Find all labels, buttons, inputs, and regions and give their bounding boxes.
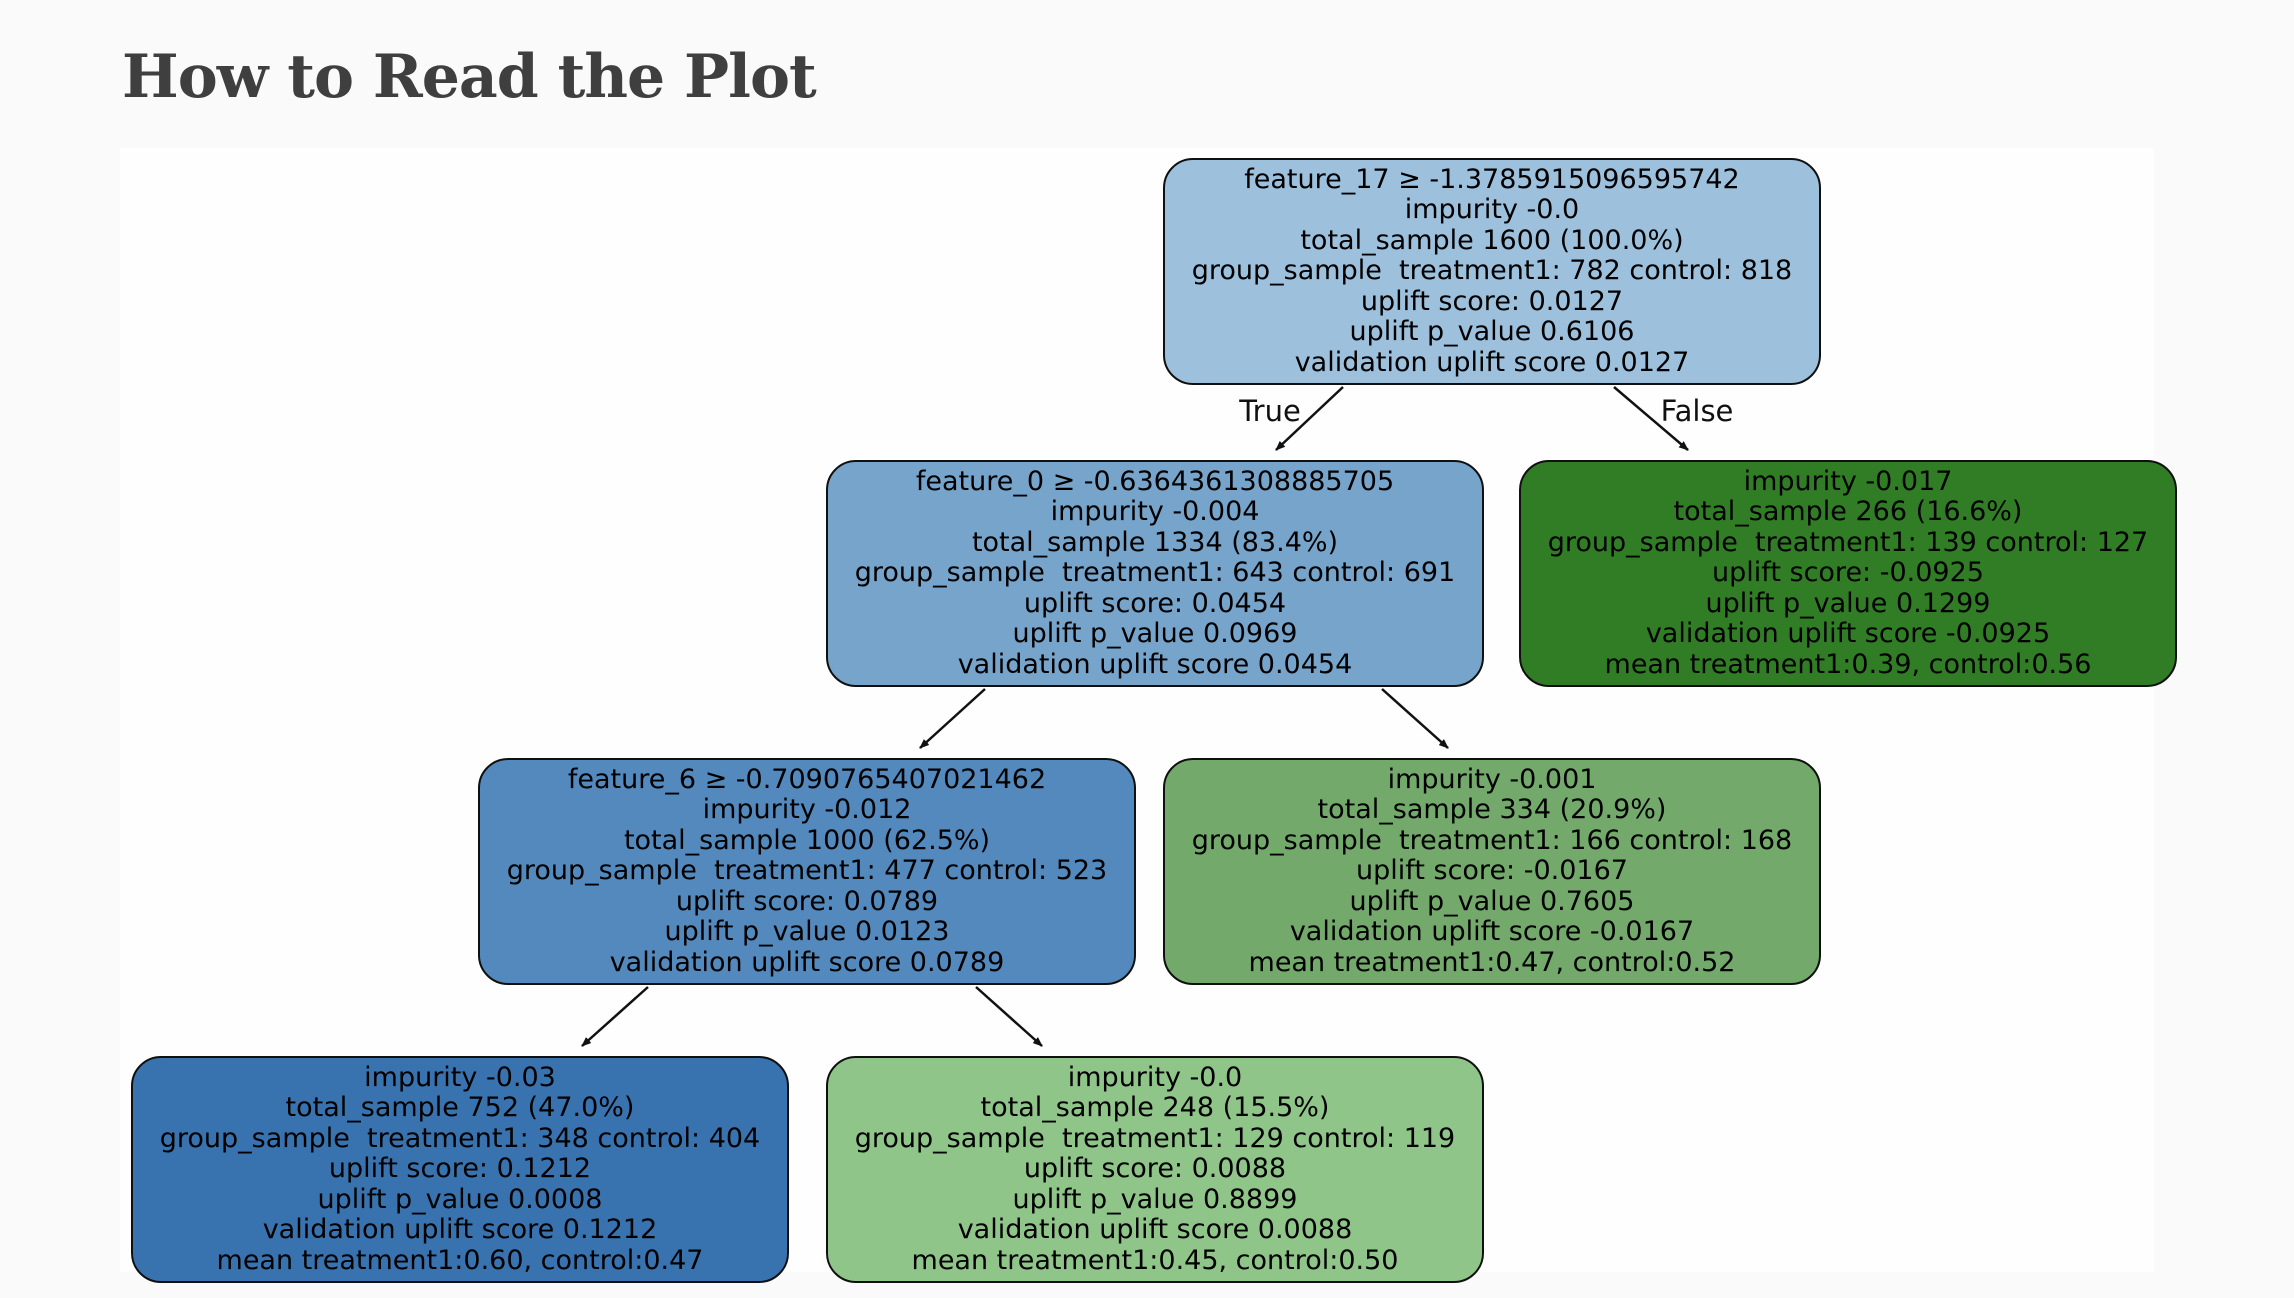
node-text-line: mean treatment1:0.47, control:0.52 [1248, 946, 1736, 978]
node-text-line: total_sample 1334 (83.4%) [971, 526, 1339, 558]
node-text-line: uplift p_value 0.7605 [1349, 885, 1635, 917]
node-text-line: total_sample 1600 (100.0%) [1300, 224, 1684, 256]
node-text-line: group_sample treatment1: 477 control: 52… [506, 855, 1108, 887]
node-text-line: uplift p_value 0.0123 [664, 916, 950, 948]
node-text-line: impurity -0.001 [1387, 764, 1597, 796]
node-text-line: uplift score: -0.0167 [1356, 855, 1628, 887]
node-text-line: impurity -0.0 [1404, 194, 1580, 226]
node-text-line: validation uplift score -0.0925 [1645, 618, 2051, 650]
node-text-line: validation uplift score 0.1212 [262, 1214, 658, 1246]
node-text-line: total_sample 1000 (62.5%) [623, 824, 991, 856]
node-text-line: group_sample treatment1: 348 control: 40… [159, 1122, 761, 1154]
node-text-line: feature_6 ≥ -0.7090765407021462 [567, 764, 1047, 796]
node-text-line: mean treatment1:0.45, control:0.50 [911, 1244, 1399, 1276]
node-text-line: feature_0 ≥ -0.6364361308885705 [915, 466, 1395, 498]
node-text-line: group_sample treatment1: 166 control: 16… [1191, 824, 1793, 856]
node-text-line: feature_17 ≥ -1.3785915096595742 [1244, 164, 1740, 196]
node-text-line: total_sample 752 (47.0%) [285, 1092, 635, 1124]
node-text-line: uplift p_value 0.0969 [1012, 618, 1298, 650]
node-text-line: total_sample 334 (20.9%) [1317, 794, 1667, 826]
node-text-line: uplift score: -0.0925 [1712, 557, 1984, 589]
node-text-line: impurity -0.017 [1743, 466, 1953, 498]
node-text-line: total_sample 248 (15.5%) [980, 1092, 1330, 1124]
node-text-line: validation uplift score 0.0454 [957, 648, 1353, 680]
node-text-line: validation uplift score 0.0789 [609, 946, 1005, 978]
node-text-line: mean treatment1:0.60, control:0.47 [216, 1244, 704, 1276]
node-text-line: uplift score: 0.0789 [675, 885, 939, 917]
node-text-line: impurity -0.012 [702, 794, 912, 826]
node-text-line: uplift score: 0.0127 [1360, 285, 1624, 317]
node-text-line: impurity -0.004 [1050, 496, 1260, 528]
node-text-line: uplift score: 0.1212 [328, 1153, 592, 1185]
node-text-line: uplift p_value 0.8899 [1012, 1183, 1298, 1215]
edge-label-true: True [1239, 394, 1301, 428]
node-text-line: uplift score: 0.0454 [1023, 587, 1287, 619]
node-text-line: validation uplift score 0.0127 [1294, 346, 1690, 378]
node-text-line: group_sample treatment1: 643 control: 69… [854, 557, 1456, 589]
node-text-line: validation uplift score -0.0167 [1289, 916, 1695, 948]
node-text-line: uplift score: 0.0088 [1023, 1153, 1287, 1185]
node-text-line: group_sample treatment1: 139 control: 12… [1547, 526, 2149, 558]
node-text-line: uplift p_value 0.6106 [1349, 316, 1635, 348]
node-text-line: group_sample treatment1: 782 control: 81… [1191, 255, 1793, 287]
node-text-line: uplift p_value 0.1299 [1705, 587, 1991, 619]
node-text-line: impurity -0.03 [364, 1062, 556, 1094]
node-text-line: total_sample 266 (16.6%) [1673, 496, 2023, 528]
node-text-line: uplift p_value 0.0008 [317, 1183, 603, 1215]
node-text-line: impurity -0.0 [1067, 1062, 1243, 1094]
page-title: How to Read the Plot [122, 42, 817, 113]
node-text-line: validation uplift score 0.0088 [957, 1214, 1353, 1246]
node-text-line: mean treatment1:0.39, control:0.56 [1604, 648, 2092, 680]
edge-label-false: False [1660, 394, 1734, 428]
node-text-line: group_sample treatment1: 129 control: 11… [854, 1122, 1456, 1154]
